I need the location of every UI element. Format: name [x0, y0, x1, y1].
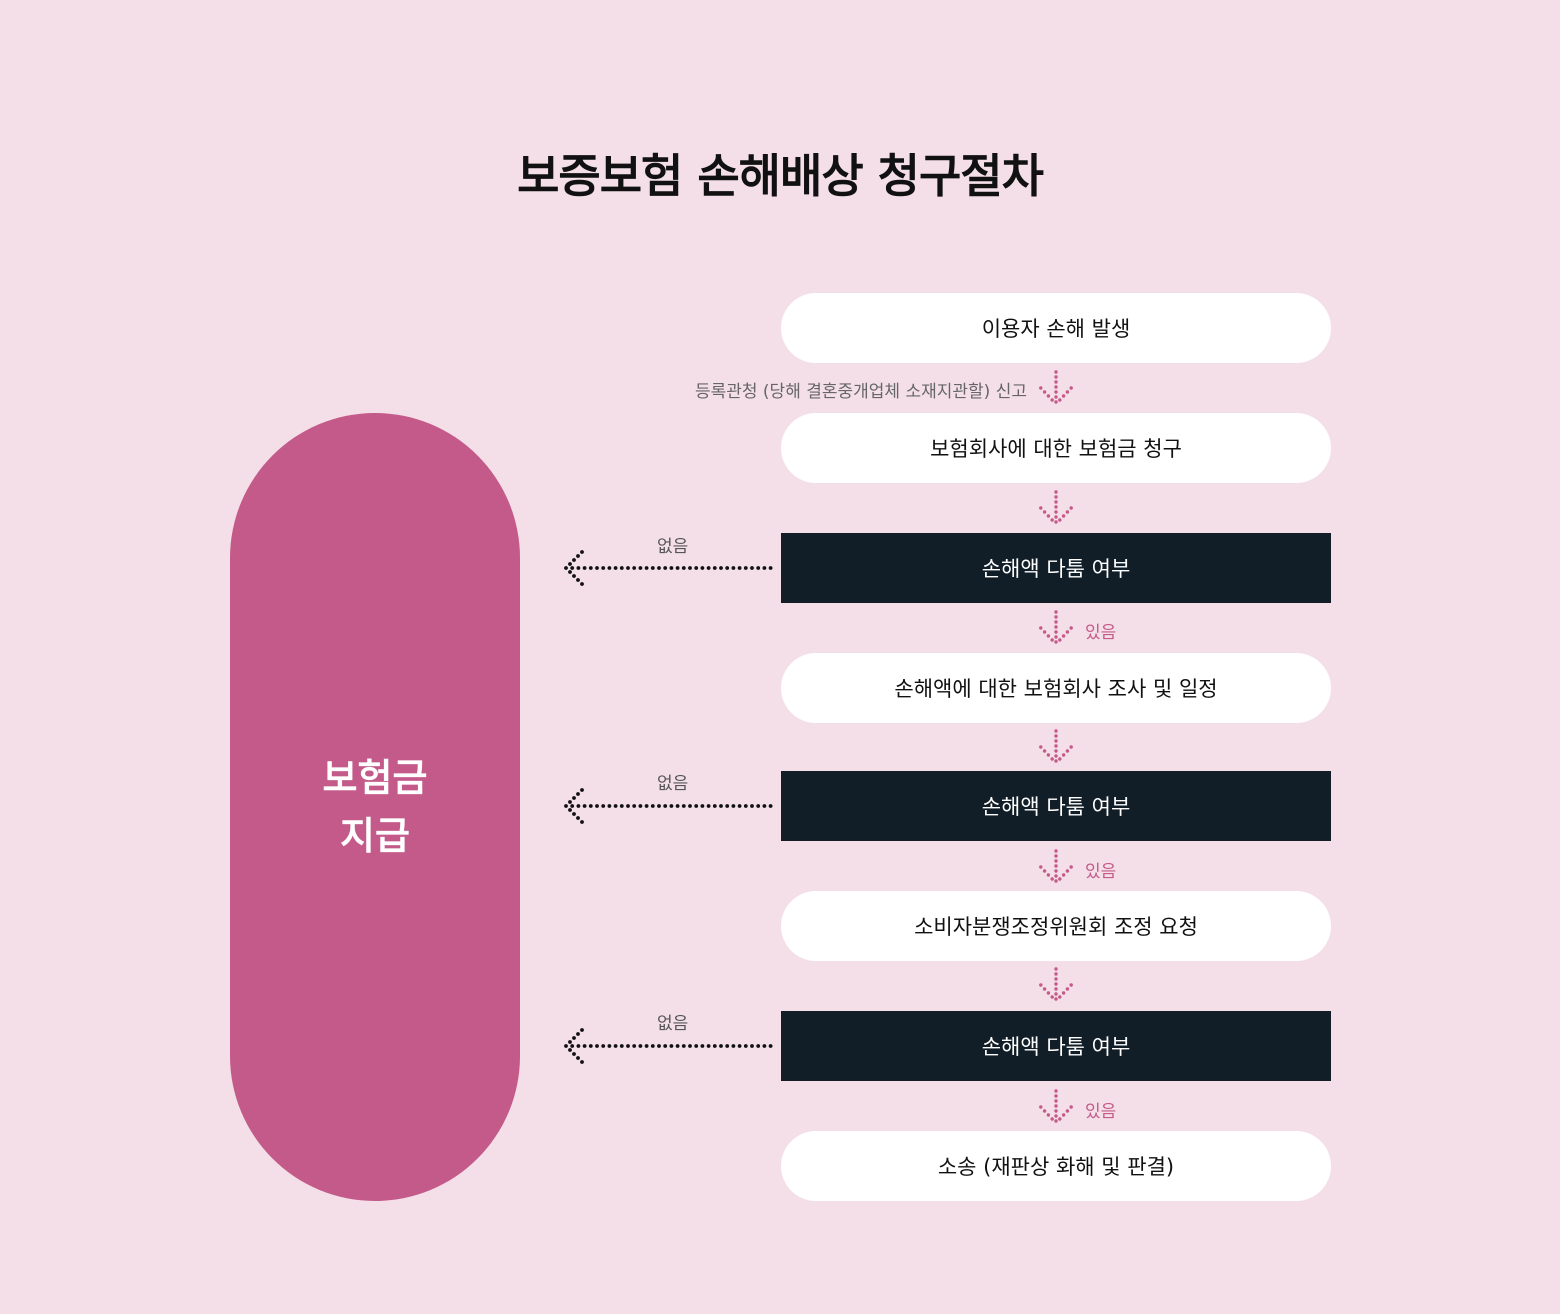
step-litigation: 소송 (재판상 화해 및 판결) — [781, 1131, 1331, 1201]
step-damage-occurs: 이용자 손해 발생 — [781, 293, 1331, 363]
step-dispute-check-3: 손해액 다툼 여부 — [781, 1011, 1331, 1081]
report-label: 등록관청 (당해 결혼중개업체 소재지관할) 신고 — [694, 382, 1027, 402]
left-arrow-icon — [564, 788, 773, 824]
down-arrow-icon — [1039, 849, 1073, 883]
step-insurer-investigation: 손해액에 대한 보험회사 조사 및 일정 — [781, 653, 1331, 723]
down-arrow-icon — [1039, 490, 1073, 524]
down-arrow-icon — [1039, 1089, 1073, 1123]
yes-label-1: 있음 — [1085, 623, 1117, 643]
yes-label-2: 있음 — [1085, 862, 1117, 882]
step-mediation-request: 소비자분쟁조정위원회 조정 요청 — [781, 891, 1331, 961]
step-dispute-check-1: 손해액 다툼 여부 — [781, 533, 1331, 603]
down-arrow-icon — [1039, 967, 1073, 1001]
yes-label-3: 있음 — [1085, 1102, 1117, 1122]
step-dispute-check-2: 손해액 다툼 여부 — [781, 771, 1331, 841]
payout-line-1: 보험금 — [322, 756, 428, 800]
down-arrow-icon — [1039, 729, 1073, 763]
payout-node: 보험금 지급 — [230, 413, 520, 1201]
payout-line-2: 지급 — [340, 814, 410, 858]
down-arrow-icon — [1039, 370, 1073, 404]
step-insurance-claim: 보험회사에 대한 보험금 청구 — [781, 413, 1331, 483]
left-arrow-icon — [564, 550, 773, 586]
no-label-1: 없음 — [657, 537, 689, 557]
no-label-3: 없음 — [657, 1014, 689, 1034]
page-title: 보증보험 손해배상 청구절차 — [517, 149, 1044, 203]
no-label-2: 없음 — [657, 774, 689, 794]
down-arrow-icon — [1039, 610, 1073, 644]
left-arrow-icon — [564, 1028, 773, 1064]
